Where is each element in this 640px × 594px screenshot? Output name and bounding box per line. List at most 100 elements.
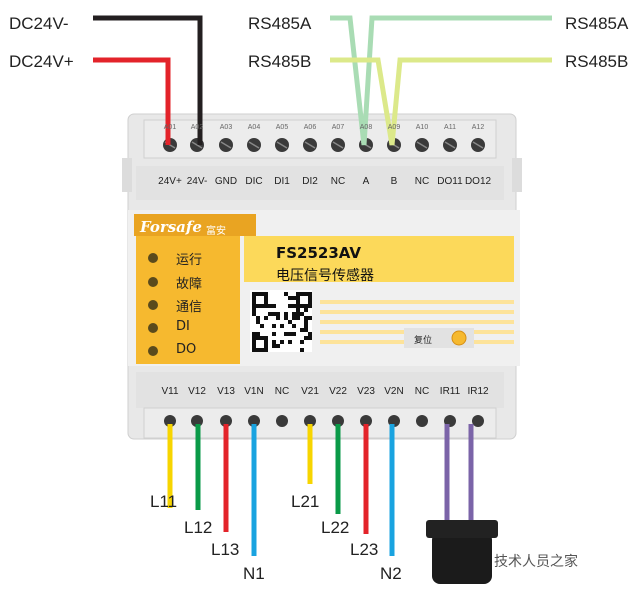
panel-header: [134, 214, 256, 236]
qr-module: [260, 336, 264, 340]
qr-module: [260, 324, 264, 328]
rs485b-right-label: RS485B: [565, 52, 629, 71]
reset-button[interactable]: [451, 330, 467, 346]
qr-module: [256, 332, 260, 336]
brand-name: Forsafe: [140, 218, 202, 236]
screw-slot-top-12: [472, 141, 484, 149]
screw-slot-top-4: [248, 141, 260, 149]
qr-module: [304, 316, 308, 320]
screw-slot-top-6: [304, 141, 316, 149]
qr-module: [296, 312, 300, 316]
qr-module: [304, 292, 308, 296]
qr-module: [276, 316, 280, 320]
qr-module: [252, 336, 256, 340]
screw-bottom-3: [220, 415, 232, 427]
qr-module: [288, 304, 292, 308]
top-terminal-label: NC: [414, 176, 430, 187]
led-2: [148, 277, 158, 287]
qr-module: [272, 324, 276, 328]
qr-module: [308, 292, 312, 296]
qr-module: [252, 296, 256, 300]
qr-module: [252, 304, 256, 308]
top-terminal-id: A03: [219, 124, 233, 131]
top-terminal-label: NC: [330, 176, 346, 187]
qr-module: [280, 340, 284, 344]
bottom-terminal-label: V12: [188, 386, 206, 397]
model-label-area: [244, 236, 514, 282]
qr-module: [284, 316, 288, 320]
qr-module: [272, 312, 276, 316]
qr-module: [252, 308, 256, 312]
qr-module: [264, 316, 268, 320]
qr-module: [300, 292, 304, 296]
led-label: DI: [176, 319, 190, 334]
qr-module: [264, 336, 268, 340]
top-terminal-id: A11: [444, 124, 456, 131]
reset-label: 复位: [414, 336, 433, 346]
qr-module: [252, 332, 256, 336]
bottom-terminal-label: V23: [357, 386, 375, 397]
top-terminal-label: DI2: [302, 176, 318, 187]
bottom-terminal-label: V13: [217, 386, 235, 397]
screw-bottom-10: [416, 415, 428, 427]
qr-module: [272, 340, 276, 344]
qr-module: [256, 304, 260, 308]
qr-module: [252, 340, 256, 344]
qr-module: [260, 292, 264, 296]
qr-module: [284, 312, 288, 316]
top-terminal-label: 24V+: [158, 176, 182, 187]
qr-module: [264, 348, 268, 352]
screw-slot-top-3: [220, 141, 232, 149]
led-label: 故障: [176, 277, 203, 292]
rs485a-right-label: RS485A: [565, 14, 629, 33]
top-terminal-id: A10: [415, 124, 429, 131]
top-terminal-id: A05: [275, 124, 289, 131]
screw-bottom-8: [360, 415, 372, 427]
top-rail-right: [512, 158, 522, 192]
rs485b-wire: [330, 57, 552, 146]
bottom-terminal-label: IR11: [439, 386, 461, 397]
qr-module: [296, 304, 300, 308]
bottom-terminal-label: NC: [274, 386, 290, 397]
qr-module: [300, 328, 304, 332]
qr-module: [264, 340, 268, 344]
screw-slot-top-2: [191, 141, 203, 149]
ir-sensor-top: [426, 520, 498, 538]
qr-module: [300, 312, 304, 316]
qr-module: [304, 308, 308, 312]
top-terminal-id: A06: [303, 124, 317, 131]
bottom-terminal-strip: [143, 407, 497, 439]
qr-module: [300, 340, 304, 344]
screw-bottom-6: [304, 415, 316, 427]
qr-module: [272, 332, 276, 336]
qr-module: [308, 300, 312, 304]
qr-module: [296, 316, 300, 320]
qr-module: [300, 348, 304, 352]
dc24v-plus-label: DC24V+: [9, 52, 74, 71]
qr-module: [252, 300, 256, 304]
wire-lines: [93, 15, 552, 556]
qr-module: [276, 312, 280, 316]
screw-slot-top-10: [416, 141, 428, 149]
led-label: 运行: [176, 253, 203, 268]
bottom-terminal-label: V21: [301, 386, 319, 397]
qr-module: [272, 344, 276, 348]
top-terminal-label: DI1: [274, 176, 290, 187]
ir-sensor-body: [432, 532, 492, 584]
qr-module: [264, 304, 268, 308]
brand-name-cn: 富安: [206, 226, 226, 237]
qr-module: [284, 292, 288, 296]
screw-bottom-12: [472, 415, 484, 427]
qr-module: [260, 348, 264, 352]
qr-module: [264, 300, 268, 304]
bottom-terminal-label: NC: [414, 386, 430, 397]
qr-module: [296, 296, 300, 300]
rs485a-wire: [330, 15, 552, 146]
qr-module: [272, 304, 276, 308]
qr-module: [296, 308, 300, 312]
screw-bottom-7: [332, 415, 344, 427]
qr-module: [280, 324, 284, 328]
dc24v-plus-wire: [93, 57, 171, 145]
qr-module: [288, 332, 292, 336]
